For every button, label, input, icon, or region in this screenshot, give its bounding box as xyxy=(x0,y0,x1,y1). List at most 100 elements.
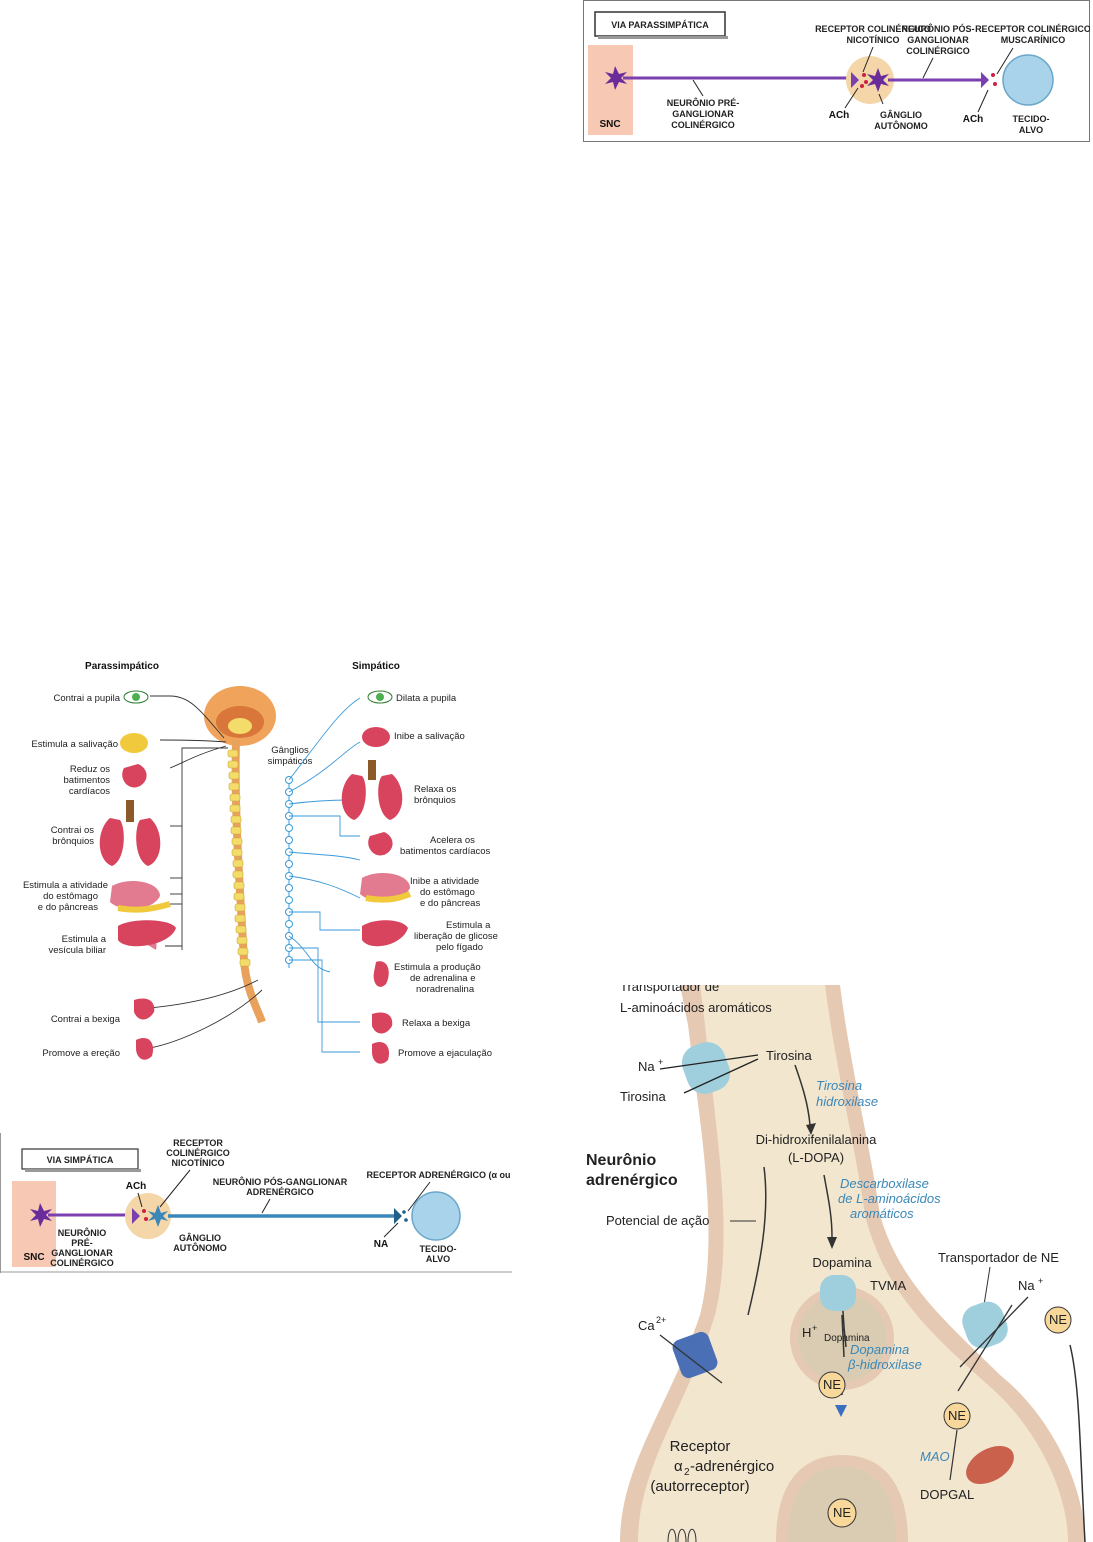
ne-reuptake xyxy=(943,1402,971,1430)
mao-label: MAO xyxy=(920,1449,950,1464)
receptor-label-2: -adrenérgico xyxy=(690,1458,774,1475)
preganglionic-soma xyxy=(30,1203,52,1227)
action-potential-label: Potencial de ação xyxy=(606,1213,709,1228)
postganglionic-soma xyxy=(867,68,889,92)
postganglionic-label-2: ADRENÉRGICO xyxy=(246,1187,314,1197)
enzyme-2-line-1: Descarboxilase xyxy=(840,1176,929,1191)
para-effect-6-line-2: vesícula biliar xyxy=(48,945,106,956)
enzyme-2-line-2: de L-aminoácidos xyxy=(838,1191,941,1206)
svg-text:+: + xyxy=(812,1323,817,1333)
enzyme-1-line-1: Tirosina xyxy=(816,1078,862,1093)
sympathetic-header: Simpático xyxy=(352,661,400,672)
sympathetic-effects: Dilata a pupila Inibe a salivação Relaxa… xyxy=(394,693,498,1059)
stomach-organ-right xyxy=(360,873,410,901)
muscarinic-receptor-label-1: RECEPTOR COLINÉRGICO xyxy=(975,24,1090,34)
nicotinic-receptor-label-1: RECEPTOR COLINÉRGICO xyxy=(815,24,931,34)
calcium-channel xyxy=(672,1331,718,1379)
salivary-gland-right xyxy=(362,727,390,747)
nicotinic-label-2: COLINÉRGICO xyxy=(166,1148,230,1158)
lungs-organ-right-a xyxy=(341,774,366,820)
enzyme-2-line-3: aromáticos xyxy=(850,1206,914,1221)
receptor-coil xyxy=(667,1528,697,1542)
lungs-organ-right-b xyxy=(378,774,403,820)
ldopa-line-1: Di-hidroxifenilalanina xyxy=(756,1132,877,1147)
stomach-organ-left xyxy=(110,881,160,909)
muscarinic-receptor-label-2: MUSCARÍNICO xyxy=(1001,35,1066,45)
neuron-cytoplasm xyxy=(638,985,1068,1542)
parasympathetic-effects: Contrai a pupila Estimula a salivação Re… xyxy=(23,693,121,1059)
tyrosine-inside: Tirosina xyxy=(766,1048,813,1063)
nicotinic-label-1: RECEPTOR xyxy=(173,1138,223,1148)
ganglion-label-2: AUTÔNOMO xyxy=(173,1242,227,1253)
ganglion-label-1: GÂNGLIO xyxy=(179,1232,221,1243)
ganglion-label-2: AUTÔNOMO xyxy=(874,120,928,131)
sympathetic-pathway-diagram: VIA SIMPÁTICA SNC NEURÔNIO PRÉ- GANGLION… xyxy=(0,1133,512,1273)
ganglion-label-1: GÂNGLIO xyxy=(880,109,922,120)
transporter-label-1: Transportador de xyxy=(620,985,719,994)
para-effect-3-line-1: Reduz os xyxy=(70,764,110,775)
na-label: NA xyxy=(374,1239,388,1250)
pathway-title: VIA PARASSIMPÁTICA xyxy=(611,20,709,30)
svg-text:2: 2 xyxy=(684,1467,690,1478)
receptor-alpha: α xyxy=(674,1458,683,1475)
simp-effect-4-line-1: Acelera os xyxy=(430,835,475,846)
para-effect-7: Contrai a bexiga xyxy=(51,1014,121,1025)
receptor-label-1: Receptor xyxy=(670,1438,731,1455)
ne-vesicle-molecule xyxy=(818,1371,846,1399)
genital-organ-left xyxy=(136,1037,154,1060)
simp-effect-8: Relaxa a bexiga xyxy=(402,1018,471,1029)
para-effect-5-line-3: e do pâncreas xyxy=(38,902,98,913)
nicotinic-label-3: NICOTÍNICO xyxy=(172,1158,225,1168)
aromatic-aa-transporter xyxy=(681,1042,731,1094)
simp-effect-6-line-1: Estimula a xyxy=(446,920,491,931)
para-effect-3-line-2: batimentos xyxy=(64,775,111,786)
simp-effect-9: Promove a ejaculação xyxy=(398,1048,492,1059)
tvma-transporter xyxy=(820,1275,856,1311)
ach-label-2: ACh xyxy=(963,114,984,125)
simp-effect-5-line-1: Inibe a atividade xyxy=(410,876,479,887)
para-effect-8: Promove a ereção xyxy=(42,1048,120,1059)
adrenergic-neuron-panel: Transportador de L-aminoácidos aromático… xyxy=(580,985,1093,1542)
ans-diagram: Parassimpático Simpático Gânglios simpát… xyxy=(23,661,498,1064)
pathway-title: VIA SIMPÁTICA xyxy=(47,1155,114,1165)
para-effect-5-line-2: do estômago xyxy=(43,891,98,902)
neuron-title-1: Neurônio xyxy=(586,1152,656,1169)
ne-label-3: NE xyxy=(948,1408,966,1423)
genital-organ-right xyxy=(372,1041,390,1064)
postganglionic-soma xyxy=(148,1205,168,1227)
enzyme-1-line-2: hidroxilase xyxy=(816,1094,878,1109)
liver-organ-right xyxy=(362,920,408,947)
ach-label-1: ACh xyxy=(829,110,850,121)
para-effect-4-line-2: brônquios xyxy=(52,836,94,847)
simp-effect-5-line-3: e do pâncreas xyxy=(420,898,480,909)
target-tissue xyxy=(411,1191,461,1241)
salivary-gland-left xyxy=(120,733,148,753)
cns-label: SNC xyxy=(599,119,620,130)
na-label-2: Na xyxy=(1018,1278,1035,1293)
spinal-cord xyxy=(231,739,266,1024)
target-tissue xyxy=(1002,54,1054,106)
parasympathetic-fibers xyxy=(149,695,263,1049)
para-effect-4-line-1: Contrai os xyxy=(51,825,95,836)
nicotinic-receptor-label-2: NICOTÍNICO xyxy=(847,35,900,45)
parasympathetic-pathway-panel: VIA PARASSIMPÁTICA SNC NEURÔNIO PRÉ- GAN… xyxy=(583,0,1090,142)
preganglionic-label-1: NEURÔNIO PRÉ- xyxy=(667,97,740,108)
sympathetic-fibers xyxy=(288,697,361,1053)
simp-effect-7-line-3: noradrenalina xyxy=(416,984,475,995)
tissue-label-2: ALVO xyxy=(426,1254,450,1264)
para-effect-3-line-3: cardíacos xyxy=(69,786,110,797)
tissue-label-2: ALVO xyxy=(1019,125,1043,135)
simp-effect-4-line-2: batimentos cardíacos xyxy=(400,846,491,857)
simp-effect-6-line-2: liberação de glicose xyxy=(414,931,498,942)
tvma-label: TVMA xyxy=(870,1278,906,1293)
autonomic-ganglion xyxy=(125,1193,171,1239)
adrenal-organ-right xyxy=(373,961,389,987)
postganglionic-label-2: GANGLIONAR xyxy=(907,35,969,45)
ca-label: Ca xyxy=(638,1318,655,1333)
para-effect-2: Estimula a salivação xyxy=(31,739,118,750)
autonomic-nervous-system-panel: Parassimpático Simpático Gânglios simpát… xyxy=(0,650,510,1070)
release-arrow xyxy=(835,1405,847,1417)
preganglionic-label-2: GANGLIONAR xyxy=(672,109,734,119)
postganglionic-label-3: COLINÉRGICO xyxy=(906,46,970,56)
heart-organ-right xyxy=(368,832,393,856)
